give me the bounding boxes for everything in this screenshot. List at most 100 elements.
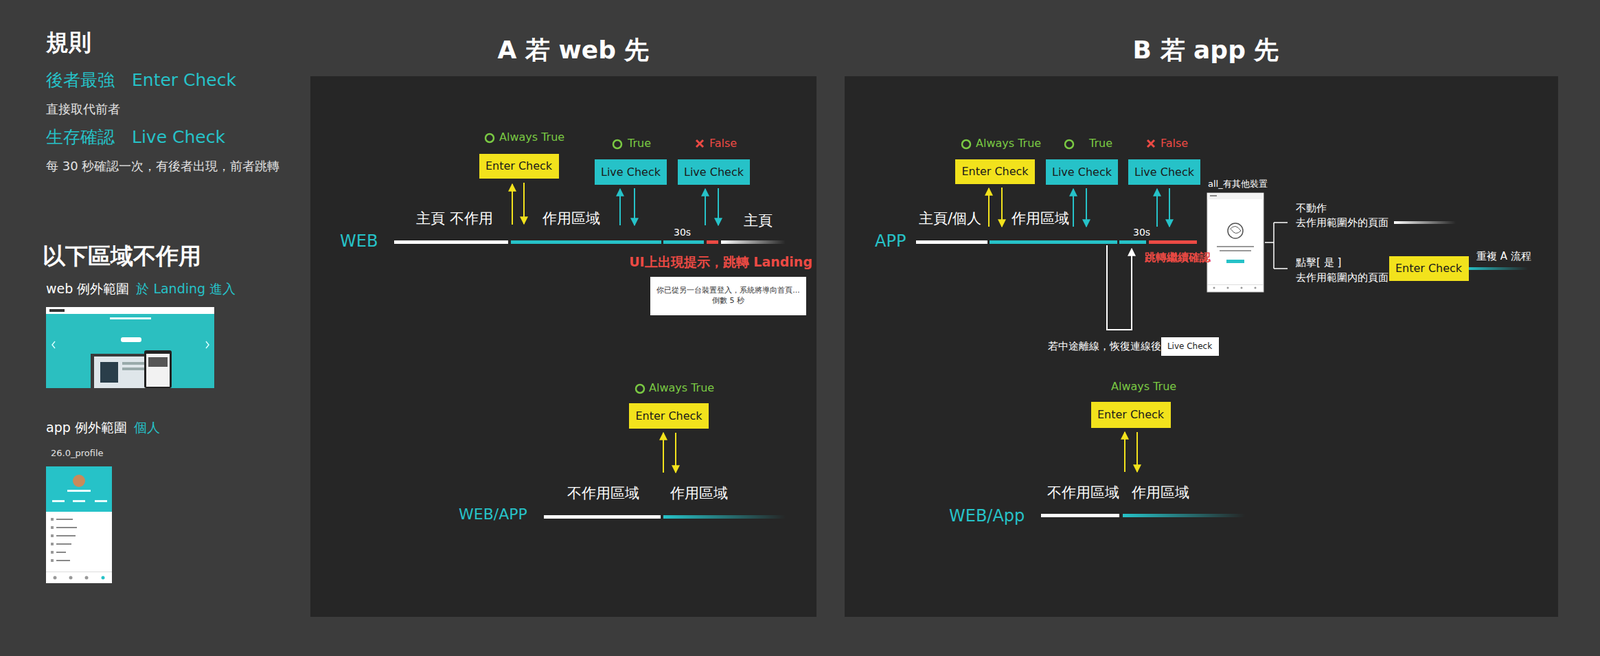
request-arrow: [1124, 431, 1126, 472]
true-circle: [1065, 140, 1074, 149]
app-screenshot: [50, 542, 54, 546]
web-screenshot: [148, 357, 168, 367]
reconnect-note: 若中途離線，恢復連線後: [1047, 339, 1162, 353]
false-cross: [1147, 140, 1155, 147]
app-screenshot: [50, 526, 54, 529]
zone-label: 作用區域: [1131, 484, 1190, 502]
app-screenshot: [46, 466, 112, 512]
live-check-box: Live Check: [1161, 337, 1219, 356]
dialog-screenshot: [1254, 287, 1257, 290]
web-screenshot: [146, 353, 170, 387]
web-screenshot: [120, 337, 142, 342]
true-circle: [485, 133, 494, 143]
node-text: Live Check: [600, 164, 661, 180]
node-text: Live Check: [1167, 340, 1213, 352]
timeline-bar: [394, 240, 509, 244]
dialog-screenshot: [1227, 223, 1243, 239]
status-false: False: [709, 136, 737, 150]
timeline-bar: [394, 221, 1528, 519]
web-screenshot: [49, 309, 65, 312]
timeline-bar: [1393, 221, 1456, 224]
timeline-bar: [663, 515, 786, 519]
zone-label: 不作用區域: [1047, 484, 1120, 502]
zone-label: 作用區域: [542, 210, 601, 228]
choice-label: 不動作: [1295, 201, 1327, 215]
app-screenshot: [72, 474, 86, 487]
app-screenshot: [56, 551, 66, 553]
node-text: Live Check: [1052, 164, 1112, 180]
zone-label: 主頁 不作用: [416, 210, 494, 228]
warning-note: 跳轉繼續確認: [1144, 250, 1211, 264]
dialog-screenshot: [1227, 287, 1230, 290]
enter-check-box: Enter Check: [1389, 256, 1469, 281]
timeline-bar: [543, 515, 661, 519]
timeline-bar: [916, 240, 988, 244]
live-check-box: Live Check: [594, 159, 667, 185]
app-screenshot: [46, 466, 112, 584]
timeline-bar: [663, 240, 704, 244]
web-screenshot: [109, 317, 152, 320]
reconnect-path: [1106, 245, 1132, 330]
timeline-bar: [1466, 267, 1528, 270]
app-screenshot: [50, 550, 54, 554]
dialog-screenshot: [1207, 284, 1264, 285]
screen-name: 26.0_profile: [50, 447, 104, 459]
web-screenshot: [144, 350, 172, 388]
app-screenshot: [53, 576, 57, 580]
rule-title: 生存確認 Live Check: [46, 127, 226, 148]
node-text: Live Check: [1134, 164, 1195, 180]
request-arrow: [1156, 188, 1158, 227]
dialog-screenshot: [1207, 192, 1264, 292]
zone-label: 作用區域: [1011, 210, 1070, 228]
true-circle: [613, 140, 622, 149]
zone-label: 不作用區域: [567, 484, 640, 502]
request-arrow: [1168, 188, 1171, 227]
choice-label: 點擊[ 是 ]: [1295, 256, 1342, 269]
false-cross: [696, 140, 704, 147]
app-screenshot: [46, 571, 112, 573]
interval-label: 30s: [673, 226, 691, 239]
app-screenshot: [94, 499, 108, 502]
section-heading: 以下區域不作用: [42, 242, 202, 270]
app-screenshot: [56, 559, 71, 562]
true-circle: [635, 384, 645, 393]
false-cross: [696, 140, 1155, 147]
exception-scope: 於 Landing 進入: [135, 280, 236, 297]
enter-check-box: Enter Check: [629, 403, 709, 429]
timeline-bar: [510, 240, 662, 244]
flow-note: 重複 A 流程: [1476, 249, 1532, 263]
zone-label: 主頁: [743, 212, 773, 230]
app-screenshot: [52, 499, 65, 502]
interval-label: 30s: [1133, 226, 1151, 239]
live-check-box: Live Check: [677, 159, 750, 185]
dialog-screenshot: [1226, 259, 1245, 264]
timeline-bar: [1041, 513, 1120, 518]
app-screenshot: [56, 543, 72, 545]
exception-scope: 個人: [133, 419, 160, 436]
timeline-bar: [706, 240, 719, 244]
exception-label: app 例外範圍: [46, 419, 128, 436]
node-text: Enter Check: [485, 158, 553, 174]
request-arrow: [1085, 188, 1088, 227]
status-true: Always True: [1111, 379, 1177, 393]
panel-title: B 若 app 先: [1133, 35, 1280, 65]
request-arrow: [717, 188, 719, 226]
app-screenshot: [50, 517, 54, 521]
web-screenshot: [46, 306, 215, 314]
request-arrow: [1136, 431, 1138, 472]
request-arrow: [511, 184, 513, 225]
enter-check-box: Enter Check: [479, 153, 559, 179]
dialog-screenshot: [1240, 287, 1243, 290]
timeline-bar: [1119, 240, 1147, 244]
status-true: True: [1089, 136, 1113, 150]
section-heading: 規則: [46, 28, 92, 57]
dialog-screenshot: [1207, 192, 1264, 292]
zone-label: 主頁/個人: [918, 210, 982, 228]
node-text: Enter Check: [961, 164, 1028, 180]
rule-text: 每 30 秒確認一次，有後者出現，前者跳轉: [46, 158, 280, 174]
live-check-box: Live Check: [1128, 159, 1201, 185]
message-box: 你已從另一台裝置登入，系統將導向首頁...倒數 5 秒: [650, 276, 807, 316]
request-arrow: [1072, 188, 1074, 227]
request-arrow: [988, 188, 990, 227]
